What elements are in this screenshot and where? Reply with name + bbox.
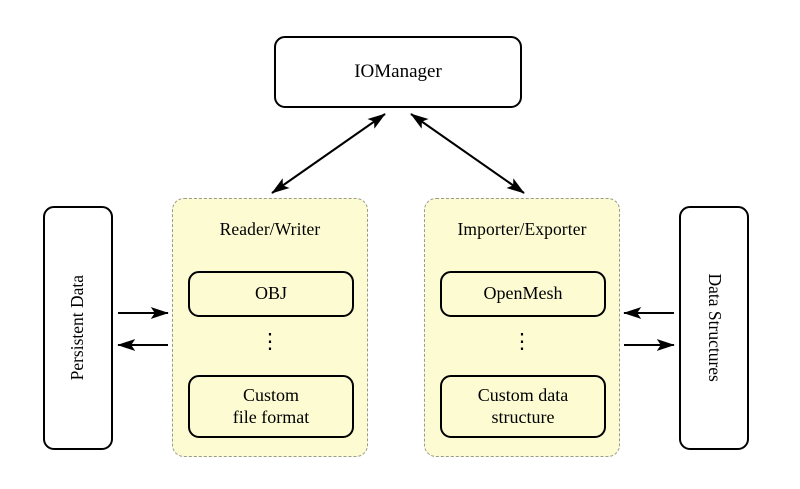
panel-importer-exporter-title: Importer/Exporter [457, 219, 587, 239]
item-custom-data-structure-line2: structure [491, 406, 555, 427]
node-data-structures: Data Structures [679, 206, 749, 450]
item-custom-data-structure-line1: Custom data [477, 384, 569, 405]
node-iomanager-label: IOManager [354, 61, 442, 83]
node-data-structures-label: Data Structures [704, 273, 725, 383]
panel-importer-exporter-item-custom-data-structure: Custom data structure [440, 375, 606, 438]
panel-reader-writer-ellipsis: ⋮ [259, 329, 281, 353]
item-custom-file-format-line1: Custom [242, 384, 299, 405]
panel-importer-exporter-item-openmesh: OpenMesh [440, 271, 606, 317]
arrow-manager-importer-exporter [410, 113, 525, 194]
node-persistent-data: Persistent Data [43, 206, 113, 450]
node-persistent-data-label: Persistent Data [67, 275, 88, 381]
panel-reader-writer: Reader/Writer OBJ ⋮ Custom file format [172, 198, 368, 457]
panel-reader-writer-title: Reader/Writer [219, 219, 321, 239]
item-openmesh-label: OpenMesh [483, 283, 563, 304]
arrow-manager-reader-writer [271, 113, 386, 194]
item-custom-file-format-line2: file format [232, 406, 310, 427]
item-obj-label: OBJ [254, 283, 287, 304]
node-iomanager: IOManager [274, 36, 522, 108]
panel-importer-exporter-ellipsis: ⋮ [511, 329, 533, 353]
panel-reader-writer-item-custom-file-format: Custom file format [188, 375, 354, 438]
panel-importer-exporter: Importer/Exporter OpenMesh ⋮ Custom data… [424, 198, 620, 457]
panel-reader-writer-item-obj: OBJ [188, 271, 354, 317]
